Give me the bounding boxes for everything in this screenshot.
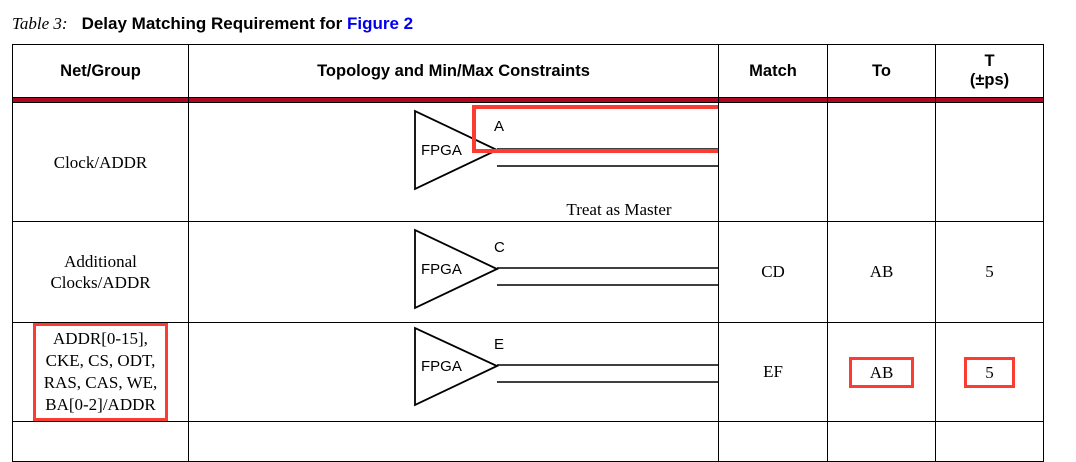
net-group-line4: BA[0-2]/ADDR <box>45 395 156 414</box>
header-to: To <box>827 44 936 98</box>
header-topology: Topology and Min/Max Constraints <box>188 44 719 98</box>
net-group-text: Clock/ADDR <box>53 152 148 172</box>
net-group-line2: CKE, CS, ODT, <box>45 351 156 370</box>
cell-match <box>718 102 828 222</box>
cell-net-group: ADDR[0-15], CKE, CS, ODT, RAS, CAS, WE, … <box>12 322 189 422</box>
net-group-line3: RAS, CAS, WE, <box>43 373 158 392</box>
cell-match: EF <box>718 322 828 422</box>
tolerance-value: 5 <box>985 362 994 382</box>
topology-diagram-b: FPGA C D DIMM CONN WP420_Tab3_B_041812 <box>189 222 718 322</box>
header-tolerance: T (±ps) <box>935 44 1044 98</box>
cell-topology: FPGA A B DIMM CONN WP420_Tab3_A_041812 <box>188 102 719 222</box>
cell-tolerance: 5 <box>935 221 1044 323</box>
node-label-start-c: E <box>494 336 504 353</box>
trace-highlight-box-a <box>472 105 718 153</box>
topology-diagram-c: FPGA E F DIMM CONN WP420_Tab3_C_041812 <box>189 323 718 421</box>
header-tolerance-line1: T <box>984 52 995 70</box>
header-row: Net/Group Topology and Min/Max Constrain… <box>12 44 1044 98</box>
header-net-group: Net/Group <box>12 44 189 98</box>
to-value: AB <box>869 362 894 382</box>
net-group-line2: Clocks/ADDR <box>50 273 151 292</box>
cell-tolerance <box>935 102 1044 222</box>
table-row: Additional Clocks/ADDR FPGA C D DIMM CON… <box>12 221 1044 323</box>
cell-tolerance-partial <box>935 421 1044 462</box>
node-label-start-b: C <box>494 239 505 256</box>
fpga-triangle-a <box>414 109 500 191</box>
fpga-label-b: FPGA <box>421 261 462 278</box>
net-group-line1: Additional <box>64 252 137 271</box>
cell-tolerance: 5 <box>935 322 1044 422</box>
cell-match-partial <box>718 421 828 462</box>
header-tolerance-line2: (±ps) <box>969 71 1010 89</box>
cell-net-group-partial <box>12 421 189 462</box>
fpga-triangle-b <box>414 228 500 310</box>
fpga-triangle-c <box>414 326 500 407</box>
node-label-start-a: A <box>494 118 504 135</box>
tolerance-highlight-box: 5 <box>964 356 1015 388</box>
header-match: Match <box>718 44 828 98</box>
topology-svg-c: FPGA E F DIMM CONN WP420_Tab3_C_041812 <box>414 326 718 407</box>
treat-as-master-note: Treat as Master <box>566 200 671 219</box>
cell-to <box>827 102 936 222</box>
topology-diagram-a: FPGA A B DIMM CONN WP420_Tab3_A_041812 <box>189 103 718 221</box>
to-highlight-box: AB <box>848 356 915 388</box>
delay-matching-table: Net/Group Topology and Min/Max Constrain… <box>12 44 1044 462</box>
cell-topology: FPGA E F DIMM CONN WP420_Tab3_C_041812 <box>188 322 719 422</box>
figure-2-link[interactable]: Figure 2 <box>347 14 414 33</box>
table-header: Net/Group Topology and Min/Max Constrain… <box>12 44 1044 98</box>
cell-match: CD <box>718 221 828 323</box>
cell-net-group: Clock/ADDR <box>12 102 189 222</box>
topology-svg-b: FPGA C D DIMM CONN WP420_Tab3_B_041812 <box>414 228 718 310</box>
table-row: ADDR[0-15], CKE, CS, ODT, RAS, CAS, WE, … <box>12 322 1044 422</box>
cell-topology-partial <box>188 421 719 462</box>
cell-to-partial <box>827 421 936 462</box>
fpga-label-c: FPGA <box>421 358 462 375</box>
table-caption: Table 3: Delay Matching Requirement for F… <box>12 10 1042 38</box>
table-caption-label: Table 3: <box>12 14 68 33</box>
cell-to: AB <box>827 221 936 323</box>
table-body: Clock/ADDR FPGA A B <box>12 97 1044 462</box>
topology-svg-a: FPGA A B DIMM CONN WP420_Tab3_A_041812 <box>414 105 718 219</box>
table-row-partial <box>12 421 1044 462</box>
cell-net-group: Additional Clocks/ADDR <box>12 221 189 323</box>
net-group-line1: ADDR[0-15], <box>53 329 148 348</box>
cell-to: AB <box>827 322 936 422</box>
net-group-highlight-box: ADDR[0-15], CKE, CS, ODT, RAS, CAS, WE, … <box>32 323 169 421</box>
cell-topology: FPGA C D DIMM CONN WP420_Tab3_B_041812 <box>188 221 719 323</box>
fpga-label-a: FPGA <box>421 142 462 159</box>
table-row: Clock/ADDR FPGA A B <box>12 102 1044 222</box>
table-caption-title: Delay Matching Requirement for <box>81 14 348 33</box>
